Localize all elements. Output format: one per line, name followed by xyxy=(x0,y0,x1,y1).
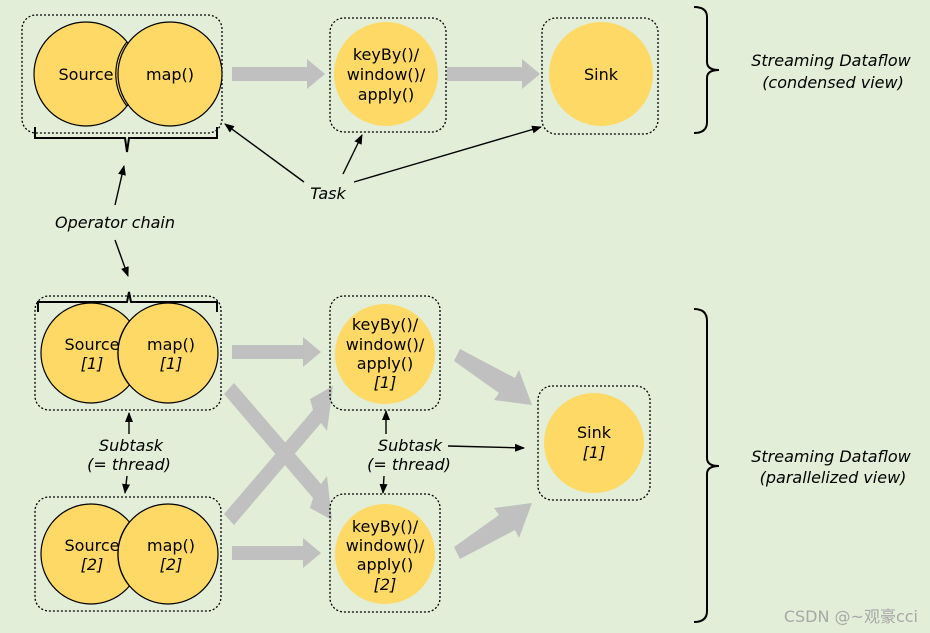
keyby-2-label-line2: window()/ xyxy=(346,536,425,555)
keyby-1-label-line3: apply() xyxy=(357,354,414,373)
subtask-left-line2: (= thread) xyxy=(87,455,171,474)
parallel-title-line2: (parallelized view) xyxy=(760,468,907,487)
flow-arrow-keyby1-to-sink xyxy=(454,349,532,405)
subtask-right-line1: Subtask xyxy=(378,436,443,455)
watermark: CSDN @~观豪cci xyxy=(784,607,918,626)
sink-circle xyxy=(549,22,653,126)
source-1-index: [1] xyxy=(81,354,104,373)
keyby-2-label-line3: apply() xyxy=(357,555,414,574)
flow-arrow-keyby2-to-sink xyxy=(454,503,532,559)
keyby-1-circle xyxy=(335,304,435,404)
source-2-overlap-outline xyxy=(117,521,130,587)
map-2-label: map() xyxy=(147,536,195,555)
subtask-left-pointer-down xyxy=(122,475,131,494)
keyby-2-label-line1: keyBy()/ xyxy=(352,517,419,536)
flow-arrow-map2-to-keyby2 xyxy=(232,538,321,568)
keyby-label-line2: window()/ xyxy=(347,65,426,84)
task-label: Task xyxy=(310,184,346,203)
keyby-1-index: [1] xyxy=(374,373,397,392)
flow-arrow-map-to-keyby xyxy=(232,59,325,89)
source-1-overlap-outline xyxy=(117,320,130,386)
map-1-label: map() xyxy=(147,335,195,354)
sink-1-index: [1] xyxy=(583,443,606,462)
source-circle-overlap-outline xyxy=(115,41,128,107)
keyby-label-line1: keyBy()/ xyxy=(353,45,420,64)
task-box-keyby xyxy=(329,17,447,133)
keyby-1-label-line2: window()/ xyxy=(346,335,425,354)
parallel-view: Source [1] map() [1] keyBy()/ window()/ … xyxy=(34,291,912,623)
condensed-title-line1: Streaming Dataflow xyxy=(751,51,911,70)
operator-chain-label: Operator chain xyxy=(55,213,175,232)
condensed-view-bracket xyxy=(693,6,720,134)
condensed-view: Source map() keyBy()/ window()/ apply() … xyxy=(21,6,912,153)
parallel-title-line1: Streaming Dataflow xyxy=(751,447,911,466)
operator-chain-pointer-down xyxy=(114,239,129,277)
keyby-label-line3: apply() xyxy=(358,85,415,104)
keyby-2-index: [2] xyxy=(374,575,397,594)
parallel-view-bracket xyxy=(693,308,720,623)
task-pointer-sink xyxy=(353,125,542,183)
map-1-index: [1] xyxy=(160,354,183,373)
task-box-sink-1 xyxy=(537,385,651,501)
subtask-left-line1: Subtask xyxy=(99,436,164,455)
subtask-right-pointer-down xyxy=(379,475,388,494)
sink-label: Sink xyxy=(584,65,619,84)
subtask-right-pointer-sink xyxy=(447,443,525,452)
map-label: map() xyxy=(146,65,194,84)
annotations: Task Operator chain xyxy=(55,123,542,277)
map-circle xyxy=(117,21,223,127)
operator-chain-brace-bottom xyxy=(37,291,218,312)
sink-1-label: Sink xyxy=(577,423,612,442)
keyby-1-label-line1: keyBy()/ xyxy=(352,315,419,334)
source-2-label: Source xyxy=(65,536,120,555)
task-pointer-source-map xyxy=(224,123,305,183)
flow-arrow-map1-to-keyby1 xyxy=(232,337,321,367)
keyby-circle xyxy=(334,22,438,126)
task-box-sink xyxy=(541,17,659,135)
task-pointer-keyby xyxy=(342,134,363,175)
sink-1-circle xyxy=(544,393,644,493)
task-box-keyby-2 xyxy=(329,493,441,613)
condensed-title-line2: (condensed view) xyxy=(762,73,904,92)
task-box-source-map xyxy=(21,14,223,134)
operator-chain-pointer-up xyxy=(114,165,126,206)
source-label: Source xyxy=(59,65,114,84)
operator-chain-brace-top xyxy=(34,127,218,153)
keyby-2-circle xyxy=(335,504,435,604)
source-1-label: Source xyxy=(65,335,120,354)
map-2-index: [2] xyxy=(160,555,183,574)
flow-arrow-keyby-to-sink xyxy=(447,59,540,89)
subtask-right-line2: (= thread) xyxy=(367,455,451,474)
source-2-index: [2] xyxy=(81,555,104,574)
flow-arrow-map2-to-keyby1 xyxy=(224,386,333,525)
